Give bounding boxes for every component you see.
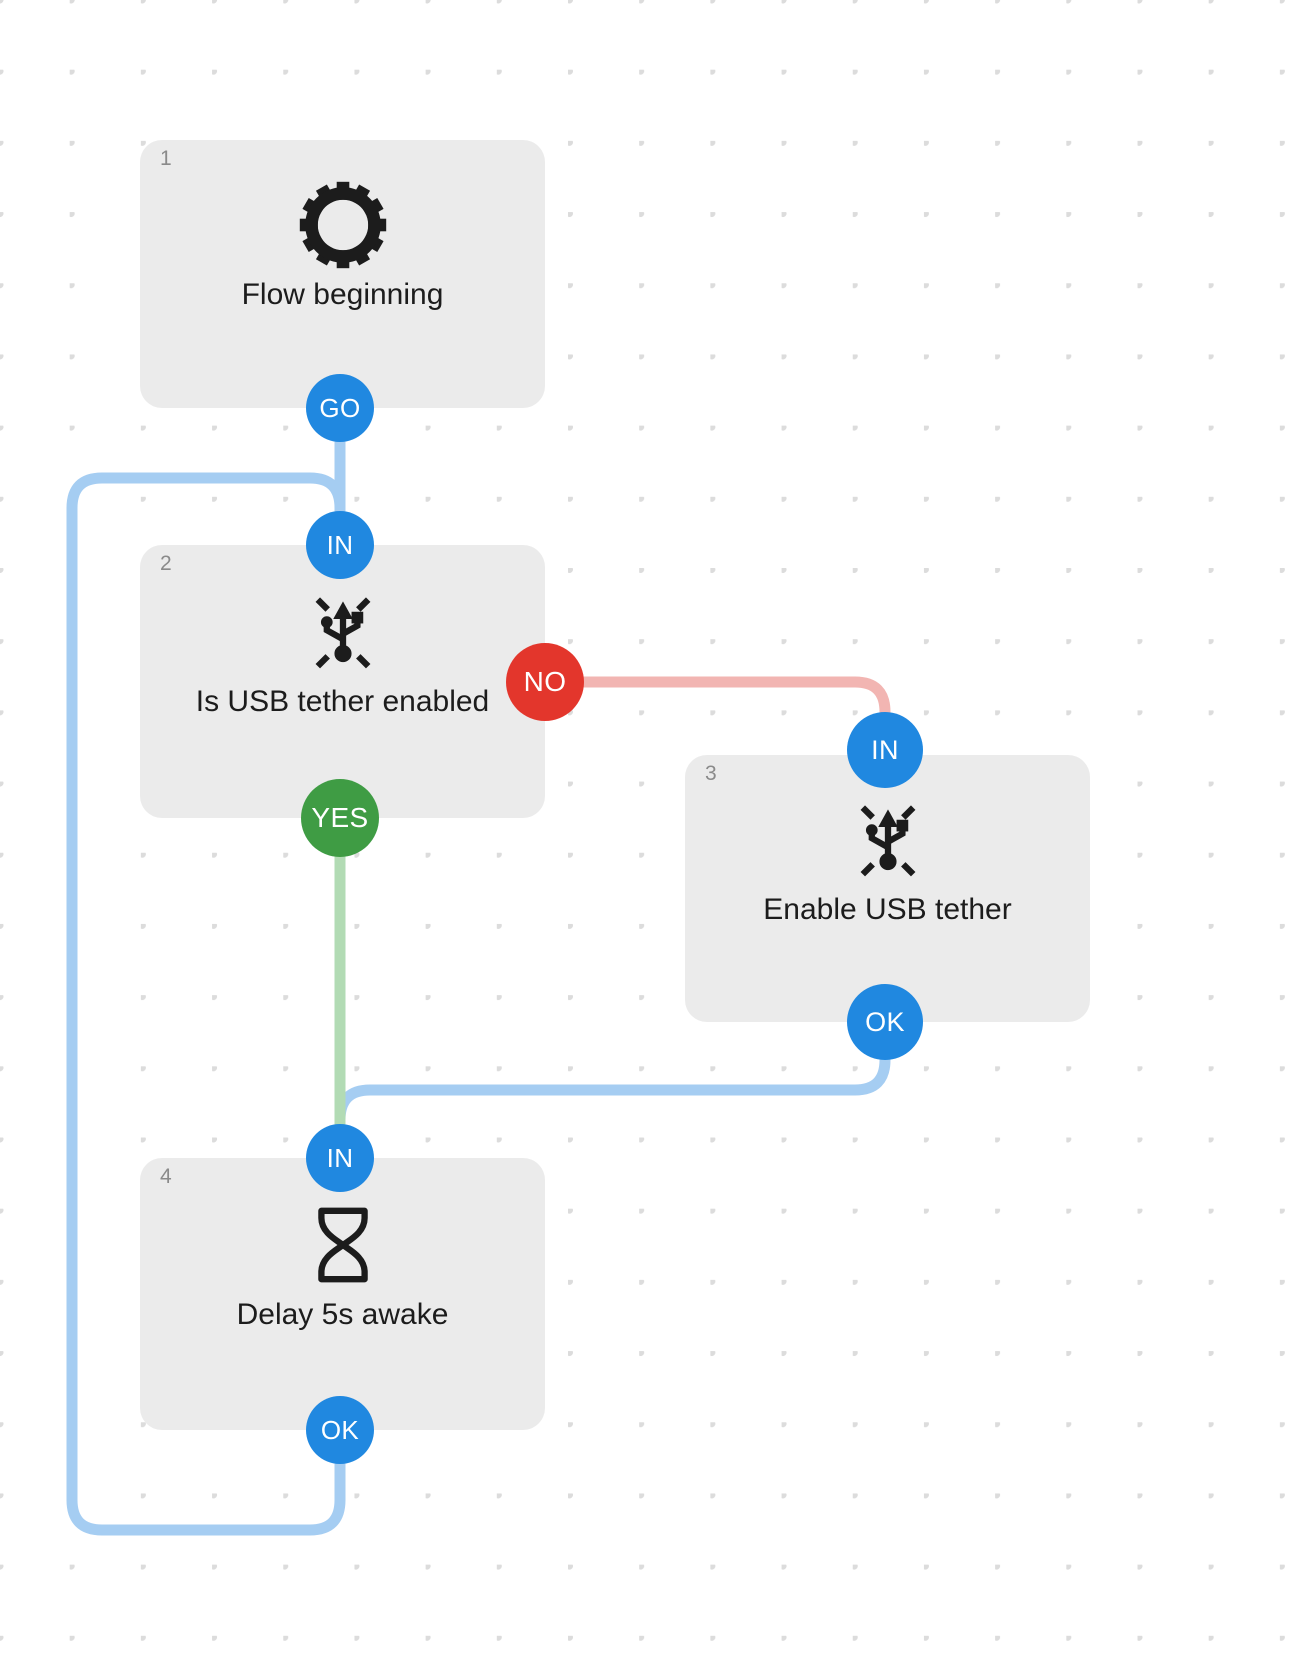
flow-node-2[interactable]: 2: [140, 545, 545, 818]
node-index-4: 4: [160, 1165, 172, 1188]
node-label-1: Flow beginning: [241, 278, 444, 311]
node-label-2: Is USB tether enabled: [195, 685, 490, 718]
port-no-node2[interactable]: NO: [506, 643, 584, 721]
node-label-3: Enable USB tether: [763, 893, 1012, 926]
flow-node-1[interactable]: 1: [140, 140, 545, 408]
port-label: OK: [865, 1006, 905, 1037]
node-content-4: Delay 5s awake: [140, 1200, 545, 1331]
port-ok-node3[interactable]: OK: [847, 984, 923, 1060]
port-in-node3[interactable]: IN: [847, 712, 923, 788]
port-label: GO: [319, 392, 361, 423]
flow-node-4[interactable]: 4 Delay 5s awake: [140, 1158, 545, 1430]
wire-ok3-to-node4-in: [334, 1028, 891, 1152]
wire-no-to-node3-in: [551, 676, 891, 744]
port-in-node4[interactable]: IN: [306, 1124, 374, 1192]
node-content-1: Flow beginning: [140, 180, 545, 311]
port-label: OK: [320, 1414, 360, 1445]
port-label: IN: [326, 1142, 354, 1173]
hourglass-icon: [298, 1200, 388, 1290]
port-ok-node4[interactable]: OK: [306, 1396, 374, 1464]
gear-icon: [298, 180, 388, 270]
port-label: IN: [326, 529, 354, 560]
node-content-2: Is USB tether enabled: [140, 587, 545, 718]
port-label: IN: [871, 734, 899, 765]
port-yes-node2[interactable]: YES: [301, 779, 379, 857]
node-index-3: 3: [705, 762, 717, 785]
node-index-2: 2: [160, 552, 172, 575]
node-content-3: Enable USB tether: [685, 795, 1090, 926]
usb-icon: [843, 795, 933, 885]
node-index-1: 1: [160, 147, 172, 170]
port-label: NO: [523, 666, 567, 697]
port-in-node2[interactable]: IN: [306, 511, 374, 579]
usb-icon: [298, 587, 388, 677]
flow-node-3[interactable]: 3: [685, 755, 1090, 1022]
port-label: YES: [311, 802, 369, 833]
port-go-node1[interactable]: GO: [306, 374, 374, 442]
node-label-4: Delay 5s awake: [236, 1298, 449, 1331]
